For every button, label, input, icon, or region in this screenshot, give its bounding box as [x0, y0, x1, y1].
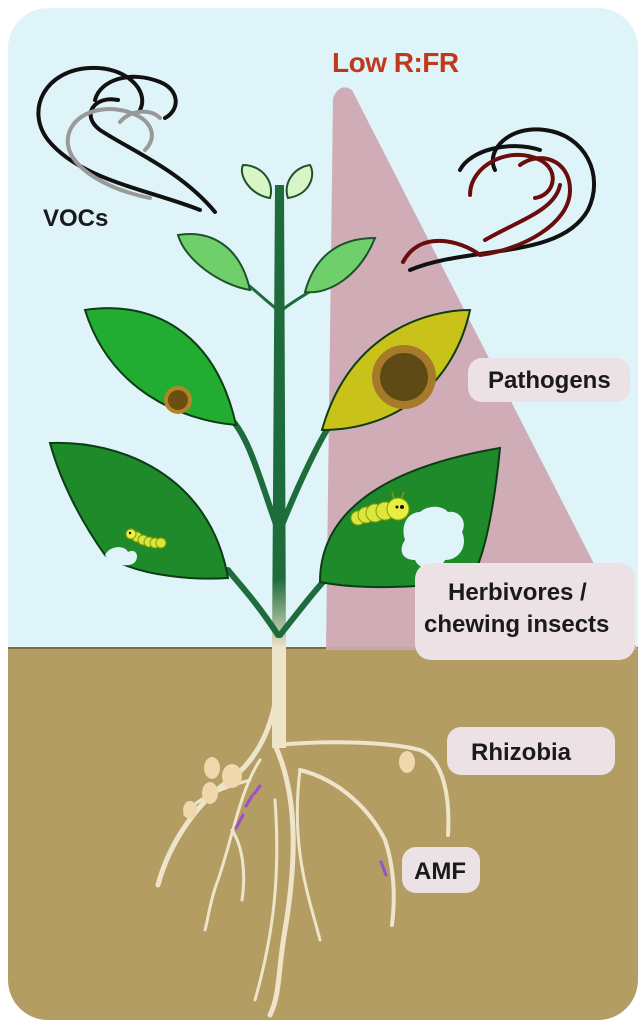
- herbivores-label-line2: chewing insects: [424, 611, 609, 638]
- low-rfr-label: Low R:FR: [332, 47, 459, 78]
- rhizobia-label: Rhizobia: [471, 739, 572, 766]
- amf-tag: AMF: [402, 847, 480, 893]
- stem-root-transition: [272, 648, 286, 748]
- herbivores-label-line1: Herbivores /: [448, 579, 587, 606]
- herbivores-tag: Herbivores / chewing insects: [415, 563, 635, 660]
- pathogens-tag: Pathogens: [468, 358, 630, 402]
- pathogens-label: Pathogens: [488, 367, 611, 394]
- soil-background: [0, 648, 638, 1020]
- rhizobia-tag: Rhizobia: [447, 727, 615, 775]
- vocs-label: VOCs: [43, 205, 108, 232]
- amf-label: AMF: [414, 858, 466, 885]
